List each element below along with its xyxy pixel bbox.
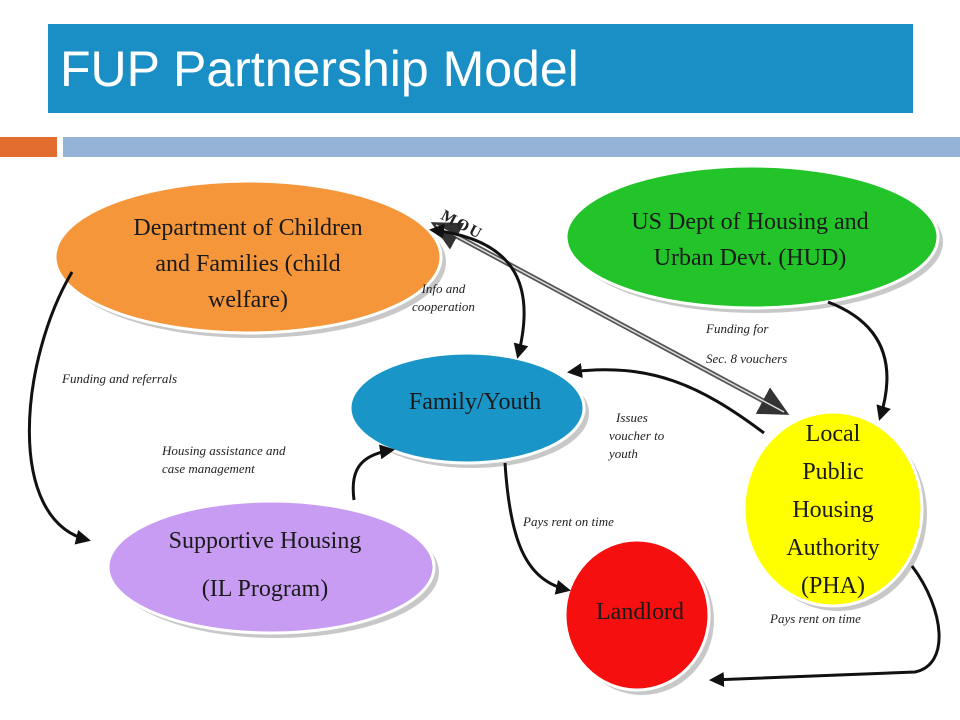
- dcf-label: Department of Children and Families (chi…: [78, 200, 418, 328]
- housing-assist-line-1: Housing assistance and: [162, 443, 286, 458]
- issues-voucher-label: Issues voucher to youth: [609, 409, 664, 463]
- family-label: Family/Youth: [408, 388, 542, 415]
- pays-rent-pha-arrow: [709, 565, 941, 688]
- funding-vouchers-arrow: [827, 300, 891, 421]
- pays-rent-family-label: Pays rent on time: [523, 514, 614, 529]
- info-coop-line-2: cooperation: [412, 299, 475, 314]
- supportive-label-line-2: (IL Program): [201, 576, 329, 602]
- dcf-label-line-3: welfare): [208, 287, 288, 313]
- issues-voucher-line-1: Issues: [616, 410, 648, 425]
- landlord-label: Landlord: [596, 598, 684, 625]
- pays-rent-pha-label: Pays rent on time: [770, 611, 861, 626]
- issues-voucher-arrow: [567, 363, 765, 435]
- pha-label-line-5: (PHA): [801, 573, 865, 599]
- slide-title: FUP Partnership Model: [60, 41, 579, 97]
- pha-node: [742, 410, 924, 608]
- pha-label-line-2: Public: [802, 459, 864, 485]
- housing-assist-arrow: [351, 444, 395, 501]
- funding-referrals-arrow: [27, 271, 91, 545]
- accent-bar-orange: [0, 137, 57, 157]
- pha-label-line-4: Authority: [786, 535, 880, 561]
- funding-vouchers-line-2: Sec. 8 vouchers: [706, 351, 788, 366]
- supportive-node: [106, 499, 436, 635]
- hud-label-line-1: US Dept of Housing and: [631, 209, 869, 235]
- pha-label: Local Public Housing Authority (PHA): [753, 415, 913, 605]
- housing-assist-line-2: case management: [162, 461, 255, 476]
- issues-voucher-line-2: voucher to: [609, 428, 665, 443]
- accent-bar-blue: [63, 137, 960, 157]
- dcf-label-line-1: Department of Children: [133, 215, 363, 241]
- hud-label-line-2: Urban Devt. (HUD): [653, 245, 847, 271]
- housing-assist-label: Housing assistance and case management: [162, 442, 286, 478]
- funding-referrals-label: Funding and referrals: [62, 371, 178, 386]
- funding-vouchers-label: Funding for Sec. 8 vouchers: [706, 314, 787, 374]
- hud-label: US Dept of Housing and Urban Devt. (HUD): [580, 200, 920, 280]
- info-coop-arrow: [429, 223, 529, 359]
- supportive-label: Supportive Housing (IL Program): [120, 515, 410, 615]
- pha-label-line-3: Housing: [792, 497, 874, 523]
- title-bar: FUP Partnership Model: [48, 24, 913, 113]
- issues-voucher-line-3: youth: [609, 446, 638, 461]
- landlord-node: [563, 538, 711, 692]
- info-coop-line-1: Info and: [421, 281, 466, 296]
- info-coop-label: Info and cooperation: [412, 280, 475, 316]
- pha-label-line-1: Local: [805, 421, 861, 447]
- pays-rent-family-arrow: [503, 462, 571, 595]
- dcf-label-line-2: and Families (child: [155, 251, 341, 277]
- funding-vouchers-line-1: Funding for: [706, 321, 769, 336]
- supportive-label-line-1: Supportive Housing: [168, 528, 362, 554]
